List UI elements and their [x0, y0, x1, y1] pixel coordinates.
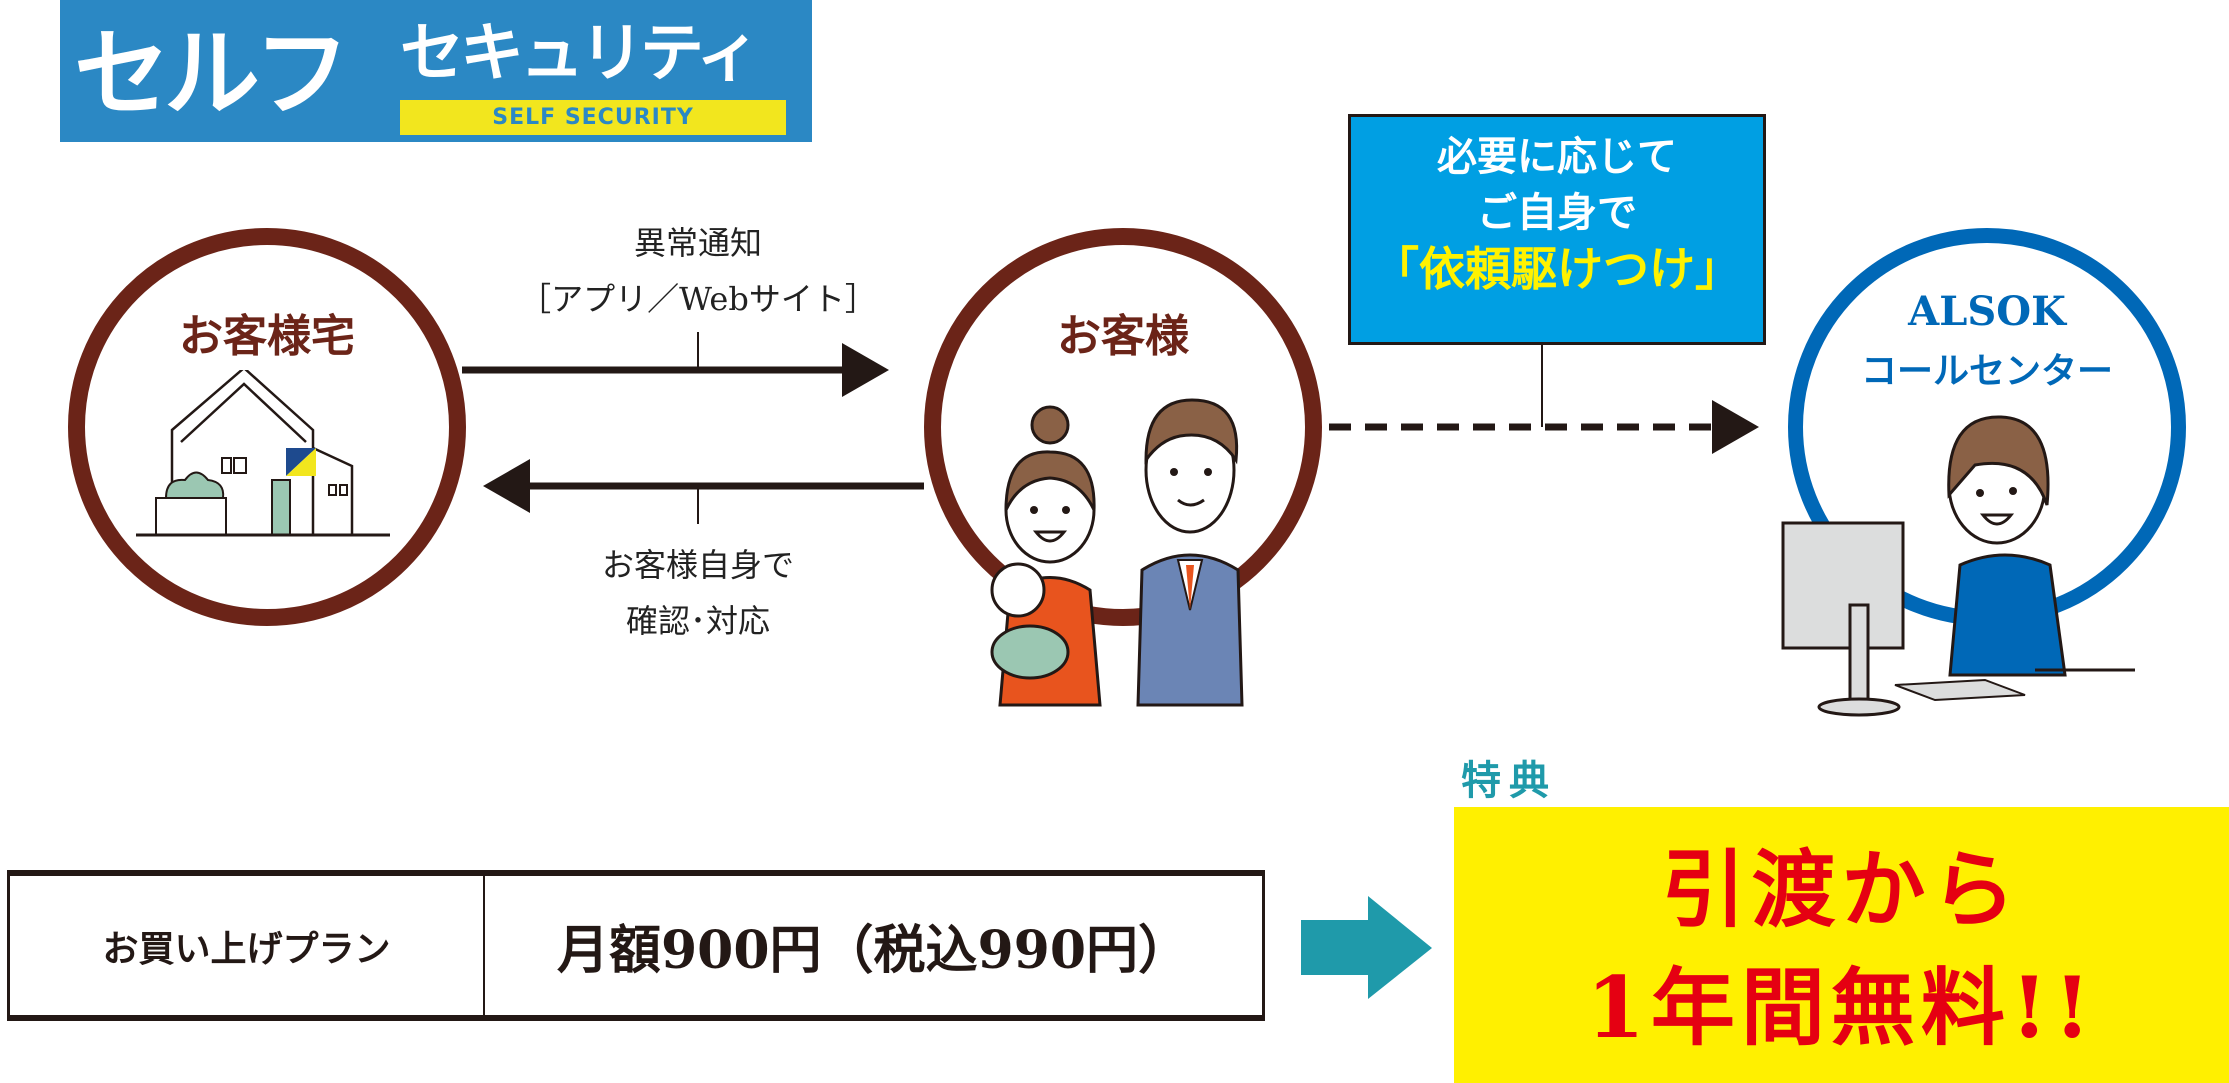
perk-box: 引渡から 1年間無料!! [1454, 807, 2229, 1083]
dispatch-text-1: 必要に応じて [1437, 133, 1677, 180]
dispatch-dashed-arrow [1329, 345, 1759, 454]
notify-text-1: 異常通知 [633, 224, 763, 262]
call-center-label-1: ALSOK [1908, 288, 2066, 335]
plan-table: お買い上げプラン 月額900円（税込990円） [7, 870, 1265, 1021]
respond-text-2: 確認･対応 [625, 602, 771, 640]
call-center-label-2: コールセンター [1860, 351, 2114, 392]
perk-arrow [1301, 896, 1432, 999]
self-security-logo: セルフ セキュリティ SELF SECURITY [60, 0, 812, 142]
home-label: お客様宅 [179, 311, 355, 362]
dispatch-text-2: ご自身で [1477, 189, 1637, 236]
perk-line-2: 1年間無料!! [1586, 958, 2097, 1057]
notify-text-2: ［アプリ／Webサイト］ [519, 280, 877, 318]
logo-sub-text: セキュリティ [400, 17, 760, 91]
respond-text-1: お客様自身で [601, 546, 795, 584]
dispatch-text-3: 「依頼駆けつけ」 [1373, 242, 1741, 296]
dispatch-request-box: 必要に応じて ご自身で 「依頼駆けつけ」 [1348, 114, 1766, 345]
perk-line-1: 引渡から [1661, 840, 2022, 939]
logo-main-text: セルフ [74, 18, 350, 130]
operator-illustration [1781, 415, 2135, 717]
house-icon [136, 370, 390, 537]
respond-arrow [483, 459, 924, 524]
perk-label: 特典 [1461, 758, 1557, 804]
logo-english-text: SELF SECURITY [400, 100, 786, 135]
plan-header: お買い上げプラン [10, 876, 485, 1015]
family-illustration [990, 398, 1244, 707]
customer-label: お客様 [1057, 311, 1189, 362]
plan-price: 月額900円（税込990円） [556, 920, 1191, 981]
notify-arrow [462, 332, 889, 397]
